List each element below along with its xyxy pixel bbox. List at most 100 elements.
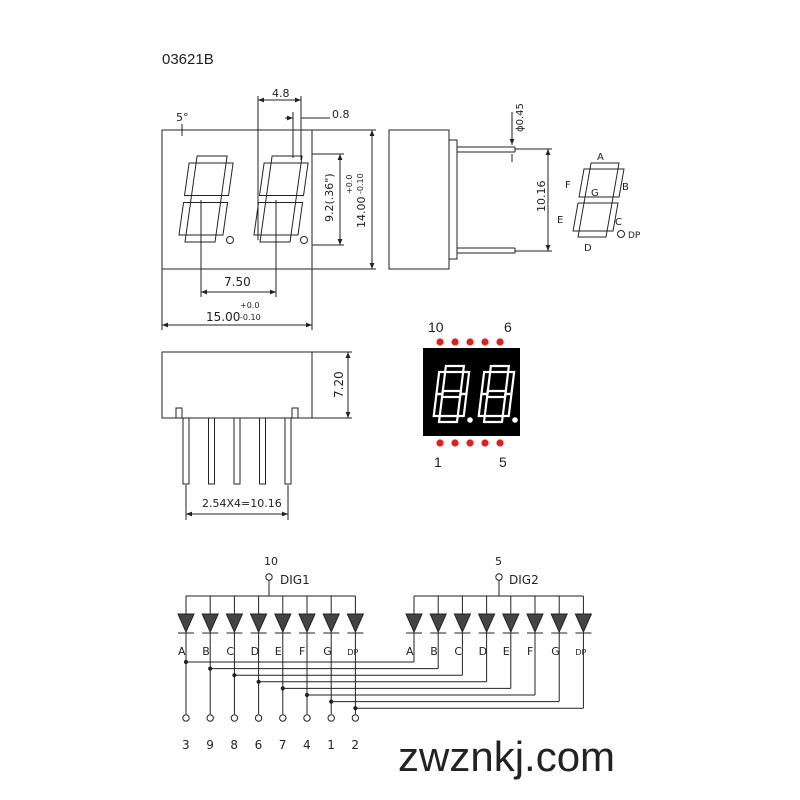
common-pin-node (495, 573, 503, 581)
photo-segment (443, 364, 466, 374)
photo-segments (432, 364, 518, 424)
segment-g (189, 195, 223, 203)
segment-pin-number: 8 (230, 738, 238, 752)
schematic-segment-label: B (202, 645, 210, 658)
schematic-segment-label: D (479, 645, 487, 658)
segment-pin-node (230, 714, 239, 722)
photo-pin-dot-bottom (496, 439, 504, 447)
diode-led (526, 613, 544, 634)
photo-pin-dot-bottom (451, 439, 459, 447)
depth-label: 7.20 (332, 371, 346, 398)
segment-pin-number: 2 (351, 738, 359, 752)
segment-pin-number: 4 (303, 738, 311, 752)
front-digit-1 (178, 155, 234, 243)
schematic-segment-label: E (503, 645, 510, 658)
bottom-pin (259, 417, 266, 485)
diode-led (322, 613, 340, 634)
bottom-pin (233, 417, 241, 485)
width-label: 15.00 (206, 310, 240, 324)
width-tol-upper: +0.0 (240, 301, 259, 310)
segment-e (253, 202, 267, 236)
legend-label-c: C (615, 217, 622, 228)
segment-width-label: 0.8 (332, 108, 350, 121)
bottom-view (161, 351, 352, 520)
segment-g (264, 195, 298, 203)
photo-pin-top-right: 6 (504, 319, 512, 335)
pin-pitch-label: 2.54X4=10.16 (202, 497, 282, 510)
segment-pin-node (351, 714, 360, 722)
schematic-segment-label: C (226, 645, 234, 658)
segment-d (259, 234, 292, 243)
segment-f (183, 162, 197, 196)
part-number: 03621B (162, 51, 214, 68)
height-tol-lower: -0.10 (356, 173, 365, 194)
front-dp-1 (226, 236, 234, 244)
photo-segment (488, 364, 511, 374)
diode-led (177, 613, 195, 634)
schematic-segment-label: DP (347, 648, 358, 657)
segment-pin-node (303, 714, 311, 722)
photo-pin-dot-top (481, 338, 489, 346)
height-tol-upper: +0.0 (345, 175, 354, 194)
legend-label-d: D (584, 243, 592, 254)
segment-f (258, 162, 272, 196)
diode-led (346, 613, 365, 634)
side-body-outline (388, 129, 450, 270)
height-label: 14.00 (355, 197, 368, 229)
pin-span-label: 10.16 (535, 181, 548, 213)
segment-pin-number: 1 (327, 738, 335, 752)
char-height-label: 9.2(.36") (323, 173, 336, 222)
segment-pin-node (182, 714, 190, 722)
segment-c (290, 202, 304, 236)
diode-led (405, 613, 423, 634)
diode-led (574, 613, 593, 634)
photo-pin-dot-top (466, 338, 474, 346)
photo-pin-dot-top (496, 338, 504, 346)
legend-label-e: E (557, 215, 563, 226)
schematic-segment-label: F (299, 645, 305, 658)
segment-b (295, 162, 309, 196)
segment-a (270, 155, 303, 164)
segment-g (583, 196, 614, 204)
diode-led (550, 613, 568, 634)
photo-segment (456, 392, 468, 418)
diode-led (477, 613, 496, 634)
side-view (388, 112, 552, 270)
segment-d (577, 230, 608, 238)
segment-a (589, 162, 620, 170)
schematic-segment-label: A (178, 645, 186, 658)
schematic-segment-label: G (551, 645, 560, 658)
diode-led (429, 613, 447, 634)
photo-pin-dot-bottom (436, 439, 444, 447)
diode-led (502, 613, 520, 634)
photo-segment (437, 414, 459, 424)
photo-segment (435, 370, 447, 396)
segment-pin-number: 6 (255, 738, 263, 752)
diode-led (225, 613, 244, 634)
segment-pin-number: 9 (206, 738, 214, 752)
segment-pin-number: 3 (182, 738, 190, 752)
photo-segment (501, 392, 513, 418)
pitch-label: 7.50 (224, 275, 251, 289)
segment-d (184, 234, 217, 243)
diode-led (298, 613, 316, 634)
legend-dp-dot (617, 230, 625, 238)
photo-segment (440, 389, 463, 399)
photo-dp (512, 417, 518, 423)
dig2-label: DIG2 (509, 573, 539, 587)
legend-label-f: F (565, 180, 571, 191)
schematic-segment-label: D (251, 645, 259, 658)
segment-pin-number: 7 (279, 738, 287, 752)
schematic-segment-label: B (430, 645, 438, 658)
dig2-pin-number: 5 (495, 555, 502, 568)
photo-pin-dot-top (436, 338, 444, 346)
front-digit-2 (253, 155, 309, 243)
photo-pin-top-left: 10 (428, 319, 444, 335)
legend-label-dp: DP (628, 231, 641, 241)
schematic (177, 573, 593, 722)
photo-pin-dots (436, 338, 504, 447)
segment-pin-node (206, 714, 214, 722)
legend-label-a: A (597, 152, 604, 163)
width-tol-lower: -0.10 (240, 313, 261, 322)
